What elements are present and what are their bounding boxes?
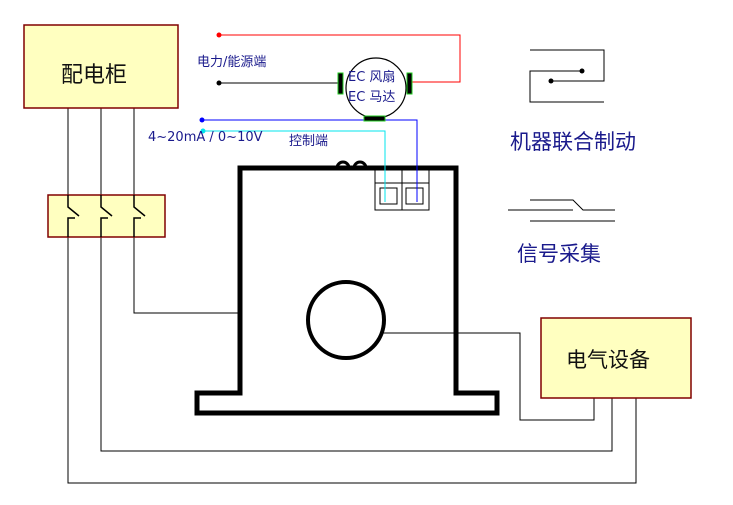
equipment-label: 电气设备 xyxy=(566,348,650,372)
wire-phase-1 xyxy=(67,108,637,484)
terminal-block xyxy=(374,169,430,211)
transformer-hole xyxy=(306,280,386,360)
relay-box xyxy=(47,194,166,238)
cabinet-label: 配电柜 xyxy=(61,63,128,88)
signal-symbol xyxy=(508,199,615,222)
signal-range-label: 4~20mA / 0~10V xyxy=(148,130,263,145)
wire-phase-3 xyxy=(133,108,240,314)
signal-acquisition-label: 信号采集 xyxy=(517,242,601,266)
fan-label: EC 风扇 xyxy=(348,70,396,85)
linkage-label: 机器联合制动 xyxy=(510,130,636,154)
relay-switches xyxy=(67,195,146,237)
transformer-coil xyxy=(335,160,368,169)
power-terminal-label: 电力/能源端 xyxy=(197,55,267,70)
equipment-box xyxy=(540,317,692,399)
wire-power-red xyxy=(219,34,461,83)
wire-signal-cyan xyxy=(203,130,386,202)
motor-label: EC 马达 xyxy=(348,90,396,105)
linkage-symbol xyxy=(529,49,605,103)
wire-signal-blue xyxy=(202,119,418,202)
cabinet-box xyxy=(23,24,179,109)
wire-phase-2 xyxy=(100,108,613,452)
control-terminal-label: 控制端 xyxy=(289,134,329,149)
